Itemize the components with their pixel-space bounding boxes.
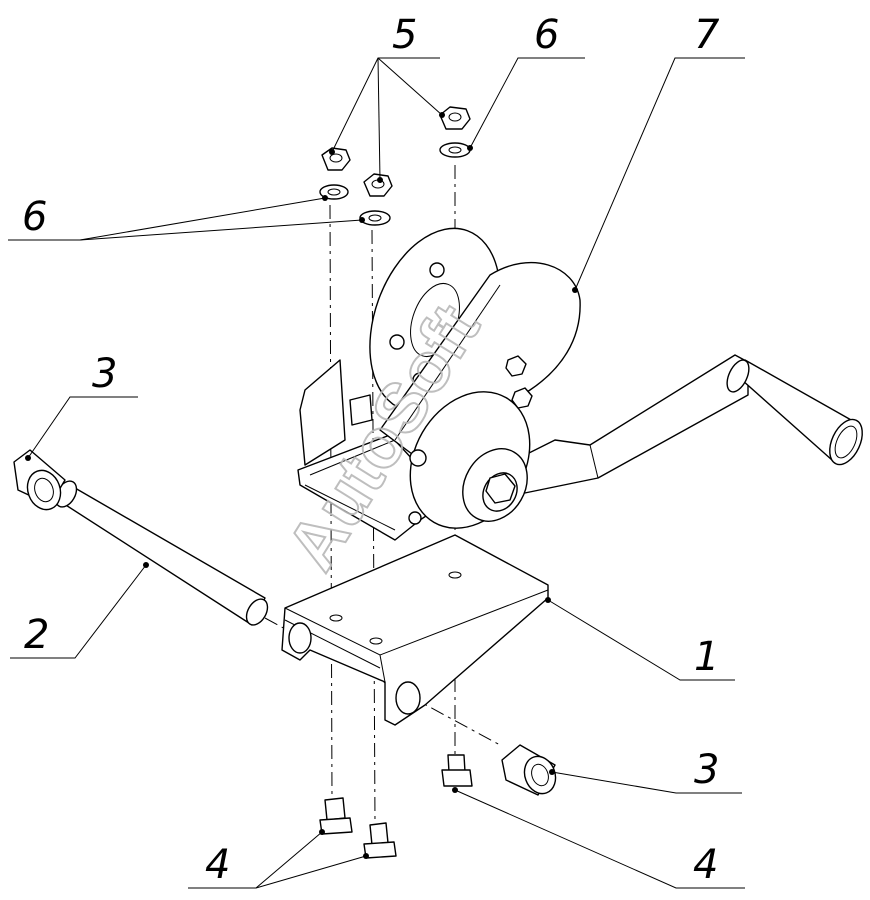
bushing-left — [13, 449, 66, 511]
crank-handle — [494, 354, 863, 496]
callout-5: 5 — [392, 12, 417, 58]
callout-3-left: 3 — [92, 351, 117, 397]
callout-4-left: 4 — [205, 842, 230, 888]
leader-lines — [8, 57, 745, 889]
washer-middle — [359, 210, 391, 226]
callout-labels: 5 6 7 6 3 2 1 3 4 4 — [22, 12, 720, 888]
bolt-left — [319, 797, 353, 835]
callout-4-right: 4 — [693, 842, 718, 888]
callout-3-right: 3 — [694, 747, 719, 793]
washer-left — [319, 184, 349, 200]
nut-left — [321, 147, 351, 171]
winch-body — [297, 227, 581, 541]
washer-right — [439, 142, 471, 158]
axle-pin — [54, 480, 269, 626]
nut-middle — [363, 173, 393, 197]
bolt-middle — [363, 822, 397, 859]
callout-2: 2 — [24, 612, 49, 658]
base-plate — [281, 534, 549, 726]
callout-1: 1 — [694, 634, 719, 680]
callout-6-top: 6 — [534, 12, 559, 58]
callout-7: 7 — [694, 12, 720, 58]
bolt-right — [441, 754, 473, 787]
nut-right — [439, 106, 471, 130]
callout-6-left: 6 — [22, 194, 47, 240]
